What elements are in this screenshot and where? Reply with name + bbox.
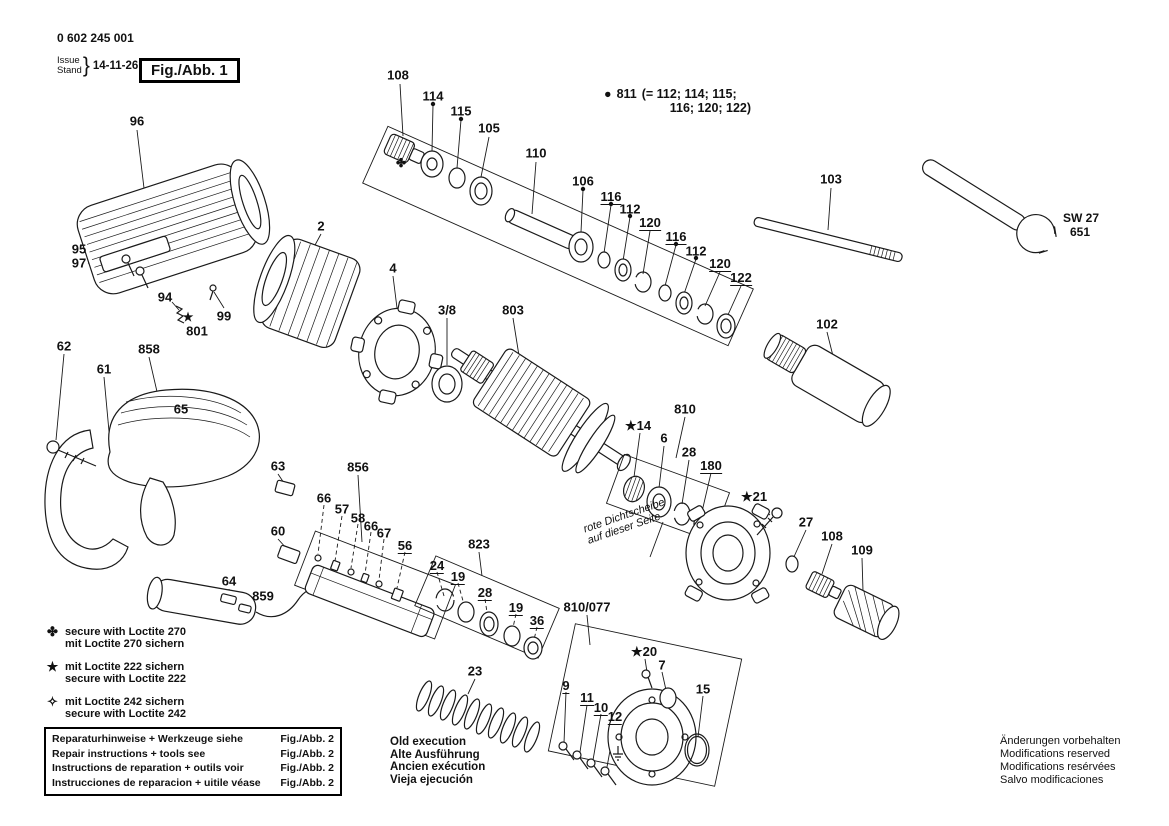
ref-811-line1: (= 112; 114; 115; — [641, 87, 737, 101]
bullet-icon: ● — [604, 87, 612, 101]
ring-116b-drawing — [658, 284, 672, 302]
old-execution-es: Vieja ejecución — [390, 773, 473, 786]
switch-group-drawing — [294, 530, 456, 640]
modifications-fr: Modifications resérvées — [1000, 761, 1116, 773]
armature-drawing — [450, 348, 631, 474]
repair-row-de-text: Reparaturhinweise + Werkzeuge siehe — [52, 733, 243, 745]
circlip-120a-drawing — [634, 271, 652, 293]
rod-103-drawing — [753, 217, 903, 263]
ref-811-line2: 116; 120; 122) — [669, 101, 752, 115]
repair-row-es: Instrucciones de reparacion + uitile véa… — [52, 777, 334, 791]
gear-flange-drawing — [684, 503, 900, 640]
repair-row-de: Reparaturhinweise + Werkzeuge siehe Fig.… — [52, 733, 334, 747]
figure-title: Fig./Abb. 1 — [139, 58, 240, 83]
legend-270-line1: secure with Loctite 270 — [65, 626, 187, 638]
legend-item-loctite-222: ★ mit Loctite 222 sichern secure with Lo… — [46, 659, 187, 685]
issue-stand-block: Issue Stand } 14-11-26 — [57, 54, 138, 78]
bearing-3-8-drawing — [431, 365, 463, 403]
repair-row-de-fig: Fig./Abb. 2 — [280, 733, 334, 745]
stand-label: Stand — [57, 65, 82, 76]
ref-811-note: ● 811 (= 112; 114; 115; 116; 120; 122) — [604, 87, 751, 115]
seal-105-drawing — [469, 176, 493, 206]
modifications-es: Salvo modificaciones — [1000, 774, 1104, 786]
old-execution-en: Old execution — [390, 736, 467, 748]
repair-row-fr-text: Instructions de reparation + outils voir — [52, 762, 244, 774]
legend-242-line2: secure with Loctite 242 — [65, 708, 187, 720]
circlip-120b-drawing — [696, 303, 714, 325]
star-icon: ★ — [46, 659, 59, 674]
modifications-en: Modifications reserved — [1000, 748, 1111, 760]
repair-row-es-fig: Fig./Abb. 2 — [280, 776, 334, 789]
repair-row-en: Repair instructions + tools see Fig./Abb… — [52, 748, 334, 762]
ring-115-drawing — [448, 167, 466, 189]
ref-811-number: 811 — [616, 87, 637, 101]
legend-222-line2: secure with Loctite 222 — [65, 673, 187, 685]
legend-242-line1: mit Loctite 242 sichern — [65, 696, 185, 708]
legend-item-loctite-270: ✤ secure with Loctite 270 mit Loctite 27… — [46, 624, 187, 650]
issue-date: 14-11-26 — [92, 60, 139, 72]
wrench-drawing — [922, 159, 1070, 264]
shaft-group-boundary — [362, 125, 754, 347]
washer-114-drawing — [420, 150, 444, 178]
sleeve-102-drawing — [763, 332, 891, 427]
repair-row-fr: Instructions de reparation + outils voir… — [52, 762, 334, 776]
knurled-screw-108-top-drawing — [383, 133, 425, 164]
document-part-number: 0 602 245 001 — [57, 31, 134, 45]
leader-lines — [55, 83, 864, 768]
ring-122-drawing — [716, 313, 736, 339]
modifications-de: Änderungen vorbehalten — [1000, 735, 1121, 747]
washer-group-drawing — [414, 555, 560, 660]
bearing-flange-drawing — [350, 299, 444, 405]
wrench-part-number: 651 — [1070, 225, 1091, 239]
legend-222-line1: mit Loctite 222 sichern — [65, 661, 185, 673]
disc-spring-stack-drawing — [415, 680, 541, 753]
wrench-labels: SW 27 651 — [1063, 211, 1099, 239]
wrench-size-label: SW 27 — [1063, 211, 1100, 225]
old-execution-fr: Ancien exécution — [390, 761, 486, 773]
handle-drawing — [44, 388, 321, 625]
diamond-icon: ✧ — [47, 694, 58, 709]
repair-row-fr-fig: Fig./Abb. 2 — [280, 762, 334, 774]
old-execution-de: Alte Ausführung — [390, 748, 480, 761]
washer-112b-drawing — [675, 291, 693, 315]
washer-112a-drawing — [614, 258, 632, 282]
coupling-drawing — [253, 234, 361, 349]
repair-instructions-box: Reparaturhinweise + Werkzeuge siehe Fig.… — [44, 727, 342, 796]
repair-row-es-text: Instrucciones de reparacion + uitile véa… — [52, 776, 261, 789]
legend-item-loctite-242: ✧ mit Loctite 242 sichern secure with Lo… — [46, 694, 187, 720]
loctite-legend: ✤ secure with Loctite 270 mit Loctite 27… — [46, 624, 187, 720]
modifications-footer: Änderungen vorbehalten Modifications res… — [1000, 735, 1120, 787]
motor-housing-drawing — [76, 159, 271, 324]
old-execution-group-drawing — [547, 623, 743, 787]
spindle-110-drawing — [504, 207, 577, 250]
brace-glyph: } — [82, 54, 90, 77]
ring-116a-drawing — [597, 251, 611, 269]
issue-label: Issue — [57, 54, 80, 66]
old-execution-caption: Old execution Alte Ausführung Ancien exé… — [390, 736, 485, 786]
repair-row-en-fig: Fig./Abb. 2 — [280, 747, 334, 760]
repair-row-en-text: Repair instructions + tools see — [52, 747, 206, 760]
bearing-106-drawing — [568, 231, 594, 263]
clover-icon: ✤ — [47, 624, 58, 639]
legend-270-line2: mit Loctite 270 sichern — [65, 638, 185, 650]
